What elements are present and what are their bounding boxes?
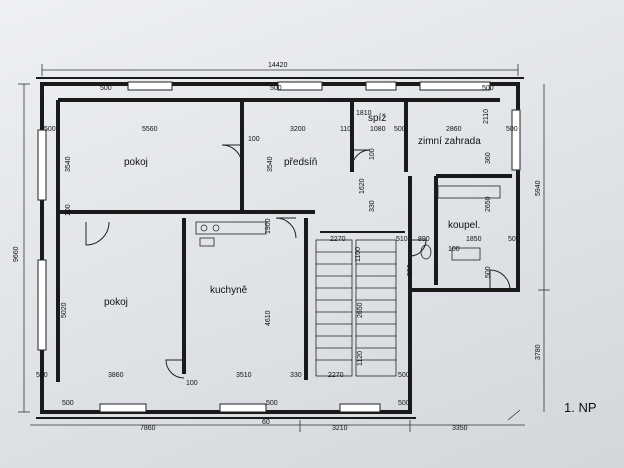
interior-walls bbox=[56, 98, 512, 382]
dim-500-e: 500 bbox=[506, 126, 518, 133]
dim-overall-height: 9660 bbox=[13, 246, 20, 262]
dim-110: 110 bbox=[340, 126, 351, 133]
dim-4610: 4610 bbox=[265, 310, 272, 326]
dim-360: 360 bbox=[485, 152, 492, 164]
dim-1100: 1100 bbox=[355, 247, 362, 262]
dim-500-d: 500 bbox=[394, 126, 406, 133]
dim-bottom-500-left: 500 bbox=[36, 372, 48, 379]
dim-br-500: 500 bbox=[398, 400, 410, 407]
room-label-pokoj-top: pokoj bbox=[124, 157, 148, 168]
room-label-koupelna: koupel. bbox=[448, 220, 480, 231]
dim-7860: 7860 bbox=[140, 425, 156, 432]
room-label-spiz: spíž bbox=[368, 113, 386, 124]
dim-1900: 1900 bbox=[265, 218, 272, 234]
dim-v-500-r2: 500 bbox=[407, 264, 414, 276]
dim-2650-b: 2650 bbox=[357, 302, 364, 318]
dim-5020: 5020 bbox=[61, 302, 68, 318]
dim-3210: 3210 bbox=[332, 425, 348, 432]
dim-top-500-a: 500 bbox=[100, 85, 112, 92]
dim-bl-500: 500 bbox=[62, 400, 74, 407]
dim-2650: 2650 bbox=[485, 196, 492, 212]
doors bbox=[85, 144, 511, 379]
dim-330: 330 bbox=[369, 200, 376, 212]
dim-1850: 1850 bbox=[466, 236, 482, 243]
dim-1810: 1810 bbox=[356, 110, 372, 117]
dim-1080: 1080 bbox=[370, 126, 386, 133]
dim-left-500: 500 bbox=[44, 126, 56, 133]
dim-3540-b: 3540 bbox=[267, 156, 274, 172]
dim-bottom-500-right: 500 bbox=[398, 372, 410, 379]
dim-right-lower: 3780 bbox=[535, 344, 542, 360]
dim-3350: 3350 bbox=[452, 425, 468, 432]
dim-bm-500: 500 bbox=[266, 400, 278, 407]
floor-label: 1. NP bbox=[564, 400, 597, 415]
dim-1620: 1620 bbox=[359, 178, 366, 194]
dim-v-100-c: 100 bbox=[369, 148, 376, 160]
dim-v-500-right: 500 bbox=[485, 266, 492, 278]
fixtures bbox=[195, 185, 501, 261]
dim-right-upper: 5940 bbox=[535, 180, 542, 196]
dim-pokoj-width: 5560 bbox=[142, 126, 158, 133]
room-label-zimni-zahrada: zimní zahrada bbox=[418, 136, 481, 147]
dim-500-f: 500 bbox=[508, 236, 520, 243]
dim-bottom-100: 100 bbox=[186, 380, 198, 387]
dim-2110: 2110 bbox=[483, 109, 490, 124]
staircase bbox=[315, 239, 397, 377]
dim-top-500-c: 500 bbox=[482, 85, 494, 92]
dim-bottom-2270: 2270 bbox=[328, 372, 344, 379]
dim-zahrada-width: 2860 bbox=[446, 126, 462, 133]
dim-top-500-b: 500 bbox=[270, 85, 282, 92]
dim-60: 60 bbox=[262, 419, 270, 426]
dim-890: 890 bbox=[418, 236, 430, 243]
dim-overall-width: 14420 bbox=[268, 62, 288, 69]
dim-2270-top: 2270 bbox=[330, 236, 346, 243]
room-label-predsin: předsíň bbox=[284, 157, 317, 168]
dim-v-100: 100 bbox=[65, 204, 72, 216]
dim-100-d: 100 bbox=[448, 246, 460, 253]
dim-wall-100: 100 bbox=[248, 136, 260, 143]
dim-3860: 3860 bbox=[108, 372, 124, 379]
dim-1120: 1120 bbox=[357, 351, 364, 366]
dim-predsin-width: 3200 bbox=[290, 126, 306, 133]
room-label-pokoj-bottom: pokoj bbox=[104, 297, 128, 308]
dimension-lines bbox=[18, 64, 550, 432]
dim-510: 510 bbox=[396, 236, 408, 243]
room-label-kuchyne: kuchyně bbox=[210, 285, 248, 296]
dim-3540-a: 3540 bbox=[65, 156, 72, 172]
dim-bottom-330: 330 bbox=[290, 372, 302, 379]
dim-3510: 3510 bbox=[236, 372, 252, 379]
windows bbox=[37, 81, 521, 413]
